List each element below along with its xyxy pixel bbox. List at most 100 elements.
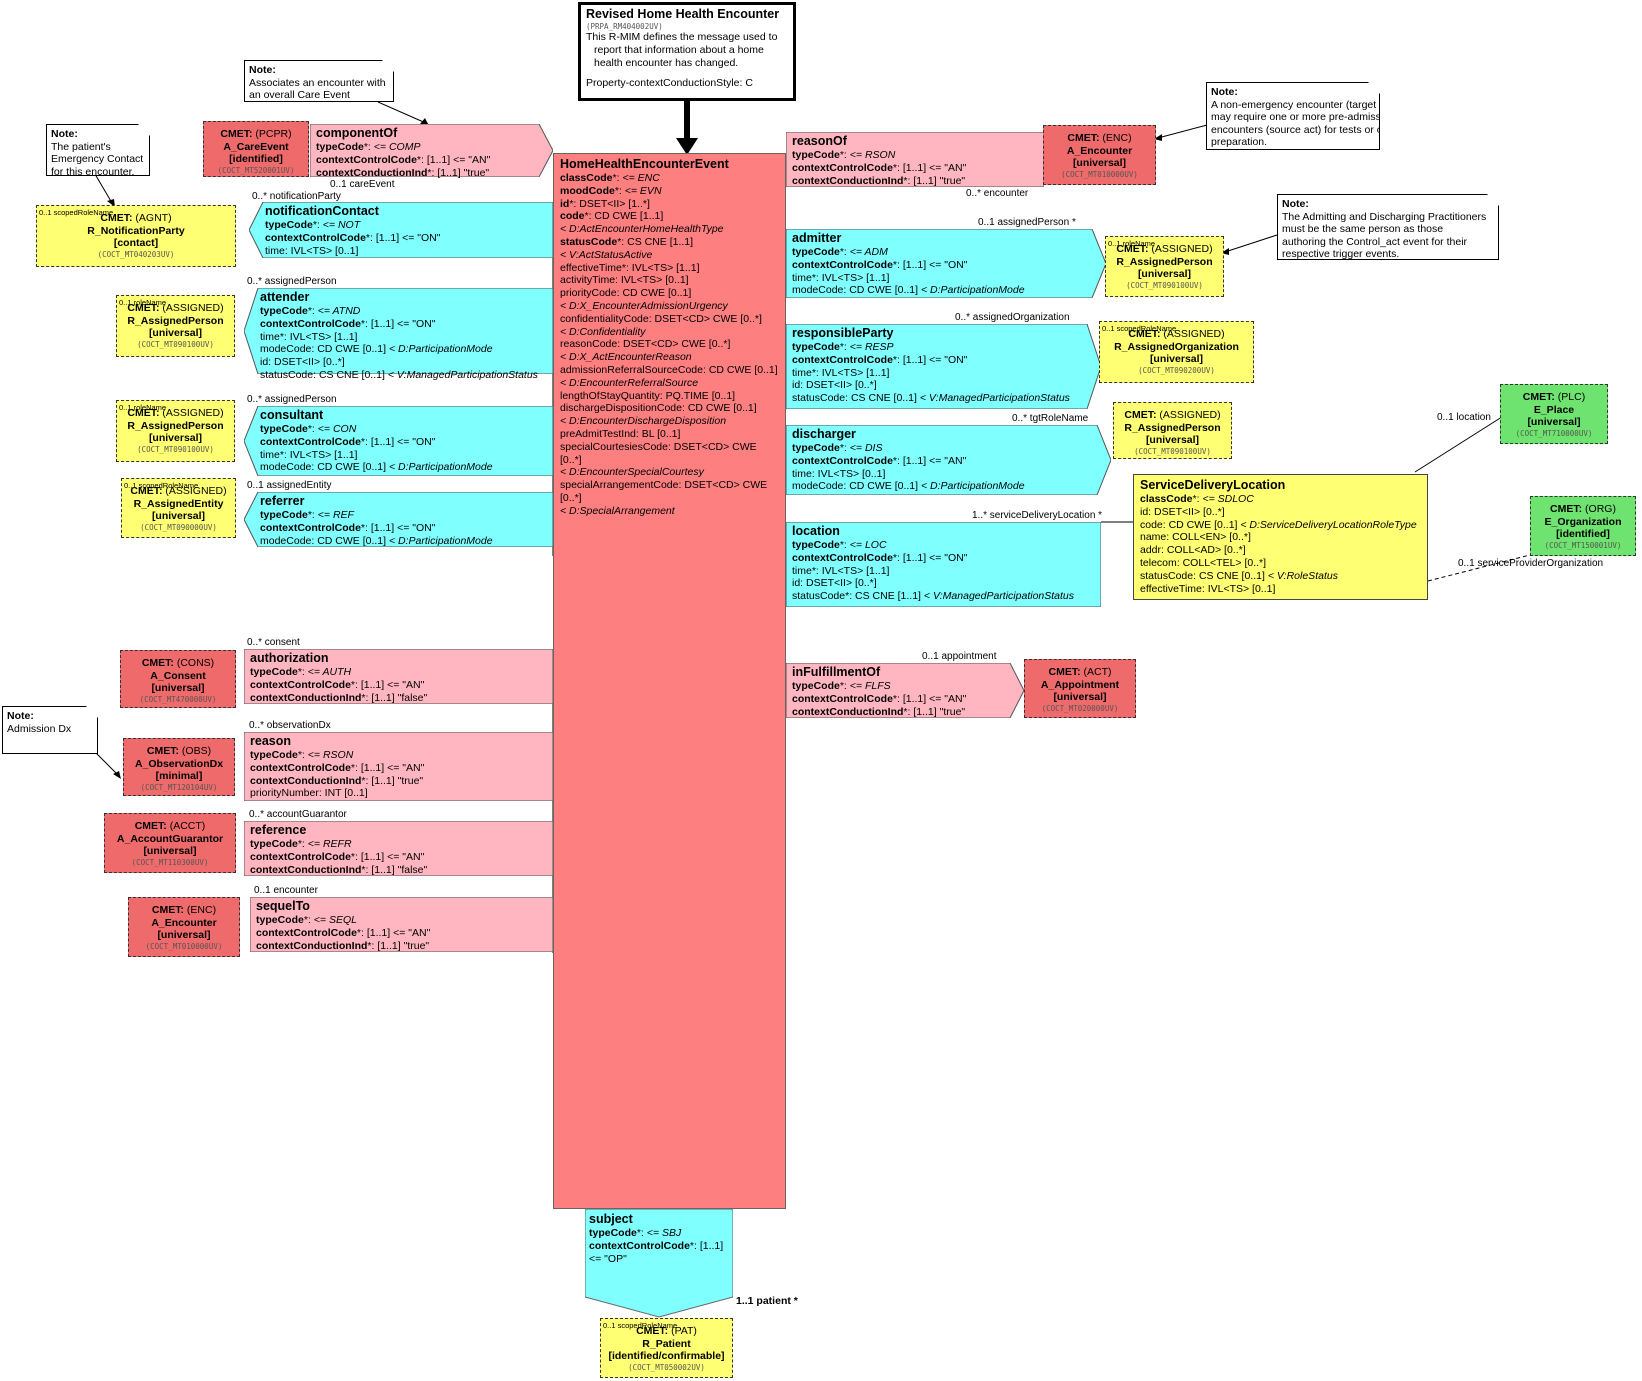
attr-constraint: <= COMP (373, 141, 421, 153)
attr-constraint: < V:RoleStatus (1267, 569, 1338, 582)
cmet-class: (PLC) (1557, 391, 1586, 403)
main-class-box: HomeHealthEncounterEvent classCode*: <= … (553, 153, 786, 1209)
attribute-line: < D:EncounterReferralSource (560, 377, 779, 390)
attr-text: id: DSET<II> [0..*] (792, 577, 877, 590)
attribute-line: typeCode*: <= CON (260, 423, 493, 436)
attr-name: contextConductionInd (250, 774, 362, 787)
cmet-cons: CMET: (CONS)A_Consent[universal](COCT_MT… (120, 650, 236, 708)
attribute-line: contextControlCode*: [1..1] <= "ON" (265, 232, 441, 245)
attr-text: *: [1..1] <= "ON" (892, 551, 968, 564)
attr-name: contextControlCode (792, 161, 893, 174)
attr-text: id: DSET<II> [0..*] (1140, 505, 1225, 518)
attr-name: contextControlCode (260, 317, 361, 330)
cmet-variant: [universal] (1149, 353, 1204, 365)
cmet-code: (COCT_MT090100UV) (1126, 280, 1203, 290)
attribute-line: typeCode*: <= ADM (792, 246, 1025, 259)
attr-text: *: (839, 680, 850, 692)
attribute-line: contextControlCode*: [1..1] (589, 1240, 723, 1253)
cmet-class: (PAT) (671, 1325, 697, 1337)
attr-text: *: [1..1] <= "ON" (892, 258, 968, 271)
cmet-variant: [identified] (1556, 528, 1610, 540)
relationship-shape (786, 425, 1111, 495)
relationship-shape (244, 492, 553, 547)
cmet-prefix: CMET: (134, 820, 167, 832)
cmet-class: (ASSIGNED) (1163, 328, 1225, 340)
attr-text: *: [1..1] <= "AN" (350, 850, 425, 863)
attr-text: *: (839, 442, 850, 454)
cmet-variant: [universal] (143, 845, 197, 857)
attr-name: typeCode (250, 666, 298, 678)
header-style: Property-contextConductionStyle: C (586, 77, 753, 90)
attr-text: *: [1..1] <= "AN" (350, 678, 425, 691)
attribute-line: contextControlCode*: [1..1] <= "ON" (792, 354, 1070, 367)
attr-name: typeCode (792, 246, 840, 258)
cmet-acct: CMET: (ACCT)A_AccountGuarantor[universal… (104, 813, 236, 873)
attr-text: *: (612, 172, 623, 184)
attr-constraint: < D:EncounterReferralSource (560, 376, 699, 389)
attr-text: code: CD CWE [0..1] (1140, 518, 1241, 531)
attr-name: contextConductionInd (250, 691, 362, 704)
cmet-prefix: CMET: (130, 485, 163, 497)
cmet-class: (ASSIGNED) (162, 407, 224, 419)
association-label: 0..* observationDx (249, 720, 331, 731)
attribute-line: effectiveTime: IVL<TS> [0..1] (1140, 583, 1421, 596)
cmet-code: (COCT_MT090100UV) (137, 444, 214, 454)
subject-shape (585, 1209, 733, 1318)
note-line: A non-emergency encounter (target act) (1211, 98, 1397, 111)
relationship-shape (786, 663, 1024, 718)
attr-text: addr: COLL<AD> [0..*] (1140, 544, 1246, 557)
attr-constraint: < D:Confidentiality (560, 325, 646, 338)
cmet-prefix: CMET: (100, 212, 133, 224)
attr-name: contextControlCode (792, 692, 893, 705)
attr-text: time: IVL<TS> [0..1] (265, 244, 359, 257)
cmet-name: A_Encounter (1066, 144, 1133, 157)
attr-name: contextConductionInd (256, 939, 368, 952)
cmet-class: (ACT) (1083, 666, 1112, 678)
relationship-shape (244, 288, 553, 374)
attribute-line: typeCode*: <= COMP (316, 141, 490, 154)
note-line: may require one or more pre-admission (1211, 111, 1395, 123)
attr-name: typeCode (260, 423, 308, 435)
attr-name: classCode (1140, 493, 1193, 505)
cmet-prefix: CMET: (1550, 503, 1583, 515)
attr-constraint: < D:ParticipationMode (388, 534, 493, 547)
association-label: 0..* assignedOrganization (955, 312, 1070, 323)
cmet-prefix: CMET: (1124, 409, 1157, 421)
attribute-line: contextControlCode*: [1..1] <= "AN" (250, 679, 427, 692)
attr-text: statusCode: CS CNE [0..1] (1140, 569, 1268, 582)
relationship-shape (250, 897, 553, 952)
attribute-line: modeCode: CD CWE [0..1] < D:Participatio… (792, 480, 1025, 493)
attr-constraint: <= AUTH (307, 666, 352, 678)
attribute-line: typeCode*: <= ATND (260, 305, 538, 318)
cmet-class: (ENC) (186, 904, 217, 916)
attr-text: *: [1..1] <= "AN" (892, 161, 967, 174)
attribute-line: contextConductionInd*: [1..1] "true" (316, 167, 490, 180)
cmet-prefix: CMET: (1116, 243, 1149, 255)
cmet-name: R_AssignedPerson (1124, 421, 1221, 434)
attr-text: activityTime: IVL<TS> [0..1] (560, 274, 689, 287)
attr-name: contextControlCode (265, 231, 366, 244)
attr-name: contextControlCode (256, 926, 357, 939)
note-line: an overall Care Event (249, 89, 350, 101)
attribute-line: < V:ActStatusActive (560, 249, 779, 262)
relationship-shape (249, 202, 553, 258)
header-desc-2: report that information about a home (594, 43, 764, 56)
cmet-code: (COCT_MT090200UV) (1138, 365, 1215, 375)
attribute-line: code: CD CWE [0..1] < D:ServiceDeliveryL… (1140, 519, 1421, 532)
attribute-line: confidentialityCode: DSET<CD> CWE [0..*] (560, 313, 779, 326)
attr-constraint: < D:EncounterSpecialCourtesy (560, 466, 704, 479)
attribute-line: typeCode*: <= REF (260, 509, 493, 522)
attr-text: *: (1192, 493, 1203, 505)
attr-text: *: [1..1] "true" (903, 705, 966, 718)
cmet-prefix: CMET: (127, 302, 160, 314)
attr-text: *: CD CWE [1..1] (584, 210, 664, 223)
attr-name: typeCode (316, 141, 364, 153)
attr-constraint: < D:ParticipationMode (920, 480, 1025, 493)
